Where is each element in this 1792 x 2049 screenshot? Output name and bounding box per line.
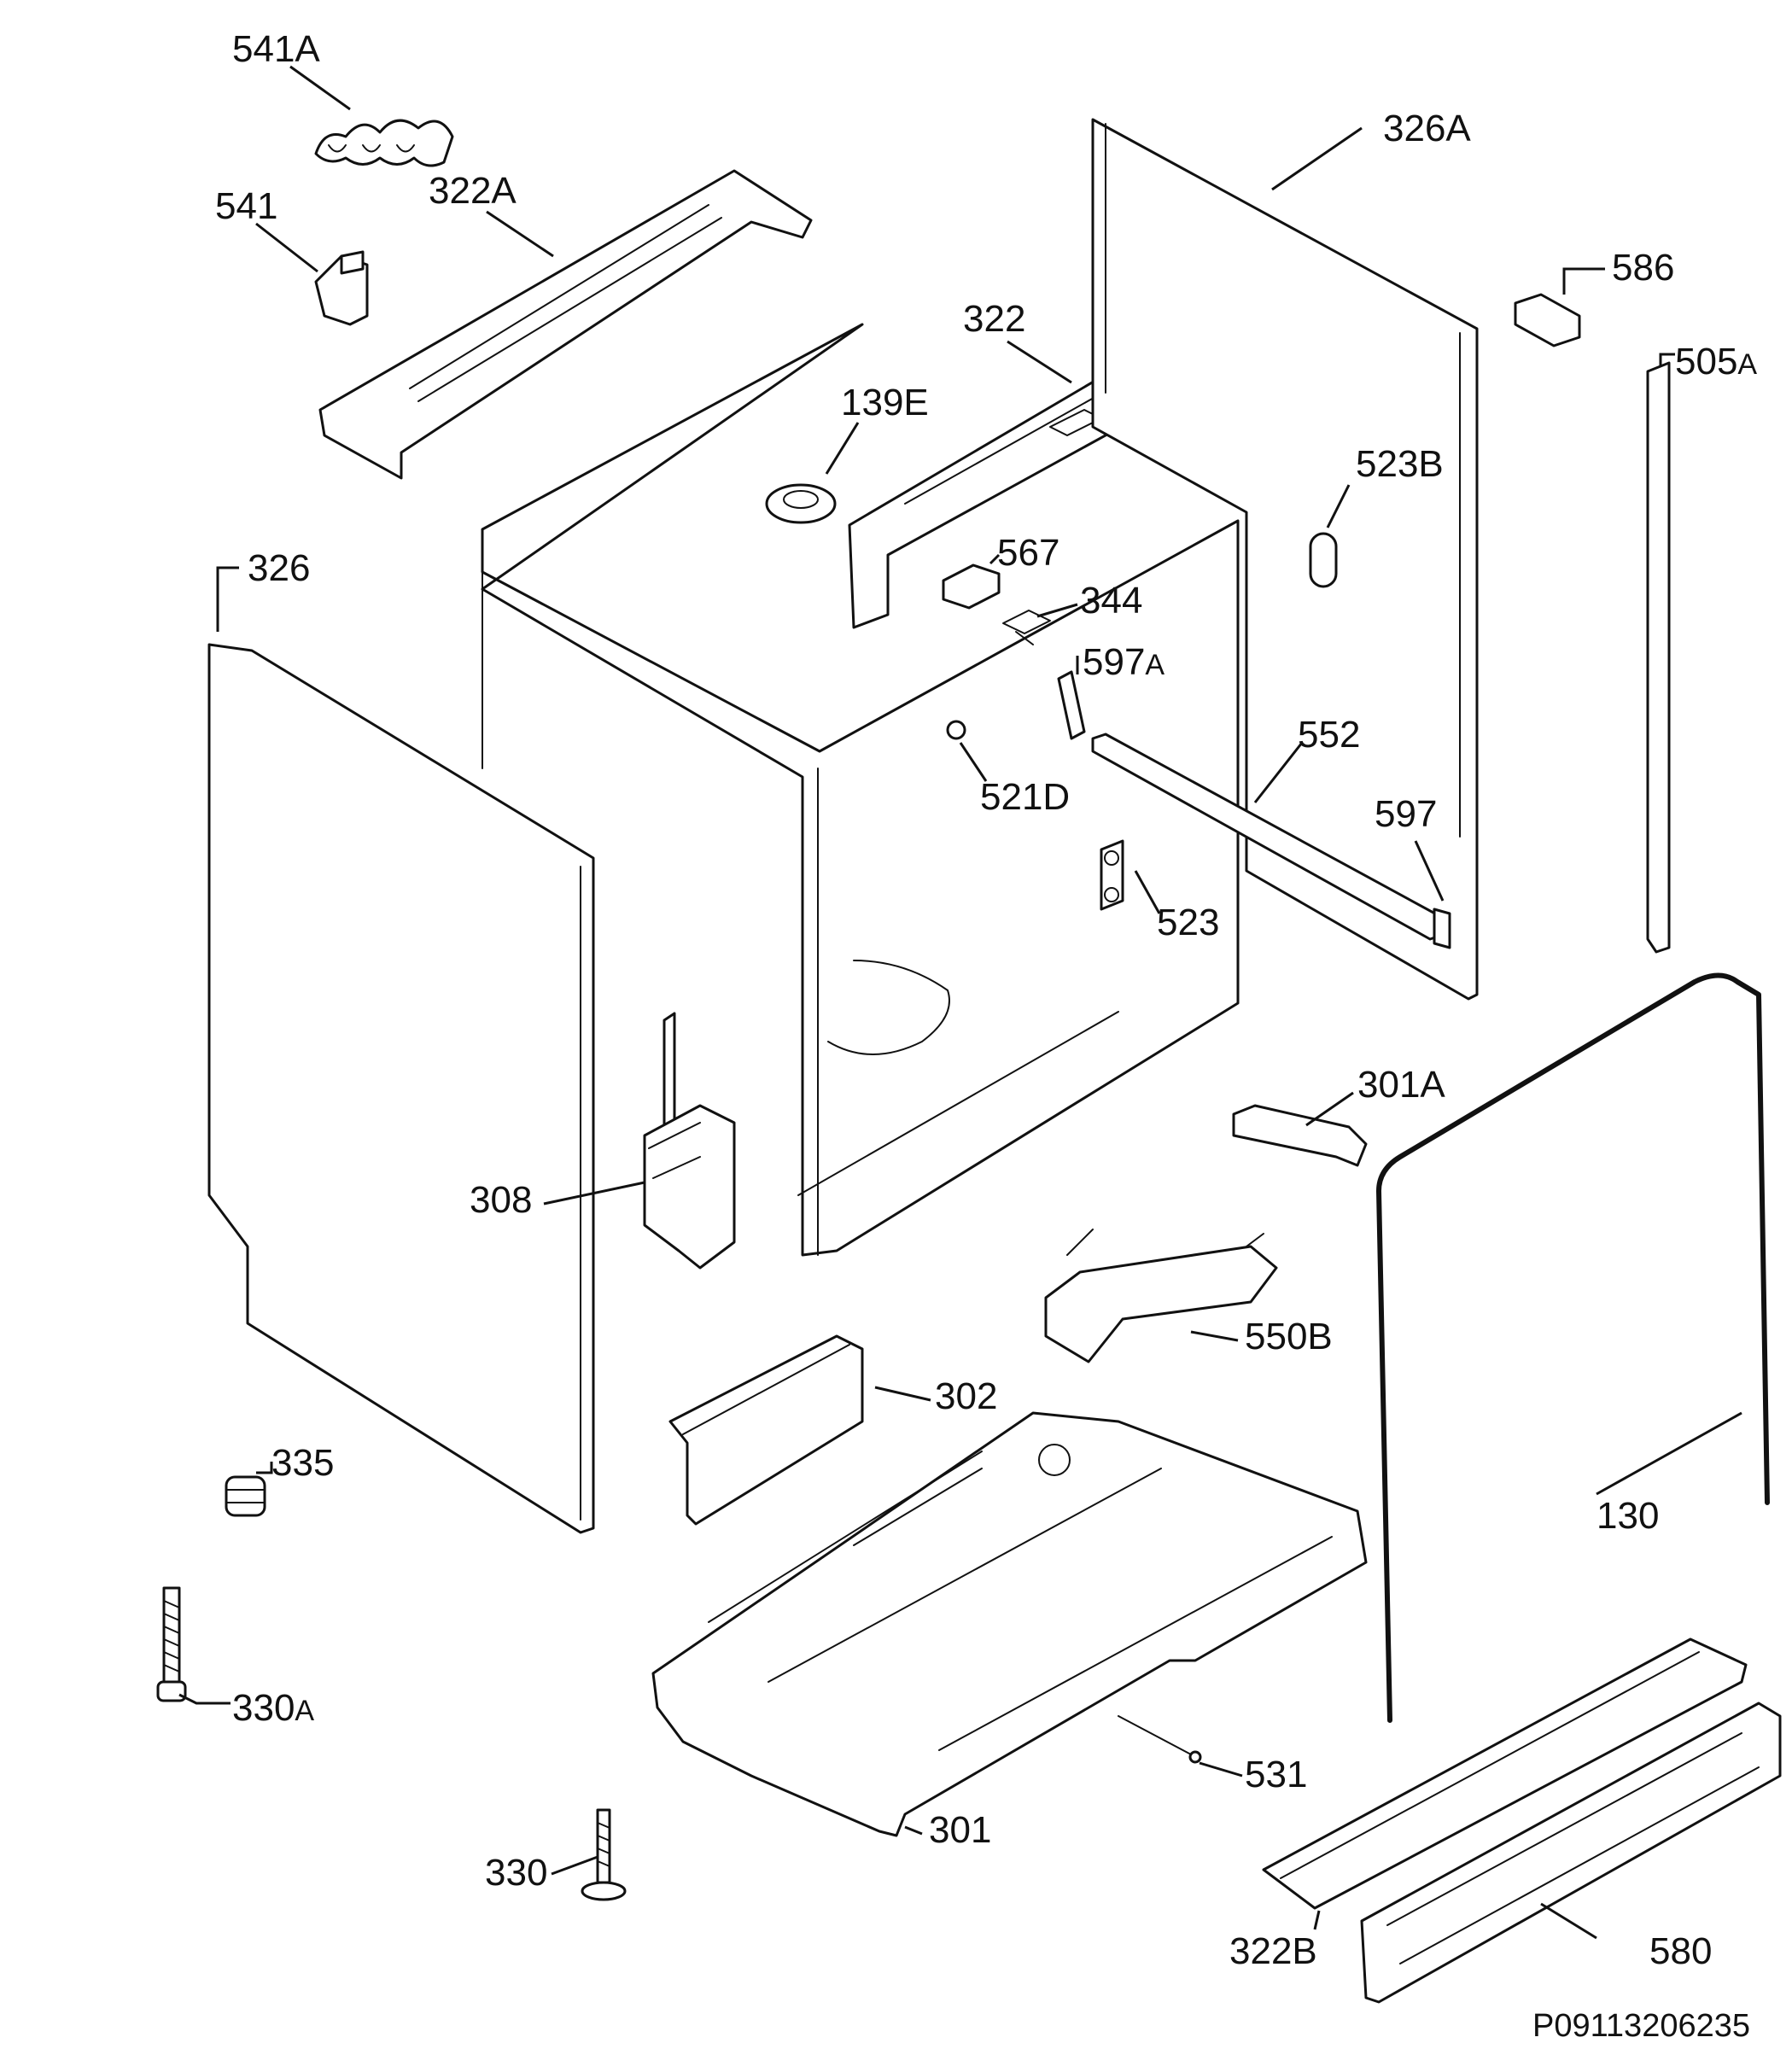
part-322b-rail (1262, 1637, 1748, 1910)
label-550b: 550B (1245, 1316, 1333, 1357)
part-550b (1044, 1229, 1278, 1363)
label-301a: 301A (1357, 1064, 1445, 1106)
label-597: 597 (1375, 793, 1437, 835)
label-330a: 330A (232, 1687, 314, 1729)
part-302 (668, 1334, 864, 1526)
part-335 (225, 1475, 266, 1517)
part-326a-panel (1091, 118, 1479, 1001)
label-301: 301 (929, 1809, 991, 1851)
part-586 (1514, 293, 1581, 347)
label-326: 326 (248, 547, 310, 589)
label-302: 302 (935, 1375, 997, 1417)
label-523b: 523B (1356, 443, 1444, 485)
label-330: 330 (485, 1852, 547, 1894)
part-505a-strip (1646, 361, 1671, 954)
label-567: 567 (997, 532, 1059, 574)
part-308-hinge (643, 1012, 736, 1270)
part-597a (1057, 670, 1086, 740)
label-552: 552 (1298, 714, 1360, 756)
label-130: 130 (1596, 1495, 1659, 1537)
part-523b (1309, 532, 1338, 588)
label-505a: 505A (1675, 341, 1757, 382)
part-541a-clips (314, 119, 454, 167)
label-541: 541 (215, 185, 277, 227)
part-521d (946, 720, 966, 740)
label-326a: 326A (1383, 108, 1471, 149)
label-322b: 322B (1229, 1930, 1317, 1972)
label-335: 335 (271, 1442, 334, 1484)
part-326-panel (207, 643, 595, 1534)
label-521d: 521D (980, 776, 1070, 818)
label-523: 523 (1157, 902, 1219, 943)
part-523 (1100, 839, 1124, 911)
part-567 (942, 563, 1001, 610)
part-597 (1433, 908, 1451, 949)
part-130-seal (1376, 972, 1770, 1723)
part-301-base (651, 1411, 1368, 1837)
part-tub (481, 323, 1240, 1257)
part-330-screw (581, 1808, 627, 1901)
label-586: 586 (1612, 247, 1674, 289)
part-330a-screw (156, 1586, 187, 1702)
label-322: 322 (963, 298, 1025, 340)
label-322a: 322A (429, 170, 517, 212)
part-344 (1002, 610, 1051, 645)
part-541-bracket (314, 250, 369, 326)
part-531 (1118, 1715, 1202, 1764)
label-597a: 597A (1083, 641, 1165, 683)
label-580: 580 (1649, 1930, 1712, 1972)
label-139e: 139E (841, 382, 929, 423)
label-344: 344 (1080, 580, 1142, 622)
label-308: 308 (470, 1179, 532, 1221)
label-531: 531 (1245, 1754, 1307, 1795)
part-139e (765, 483, 837, 524)
part-322a-rail (318, 169, 813, 480)
document-id: P09113206235 (1532, 2008, 1750, 2044)
part-301a (1232, 1104, 1368, 1167)
label-541a: 541A (232, 28, 320, 70)
part-580 (1360, 1702, 1782, 2004)
